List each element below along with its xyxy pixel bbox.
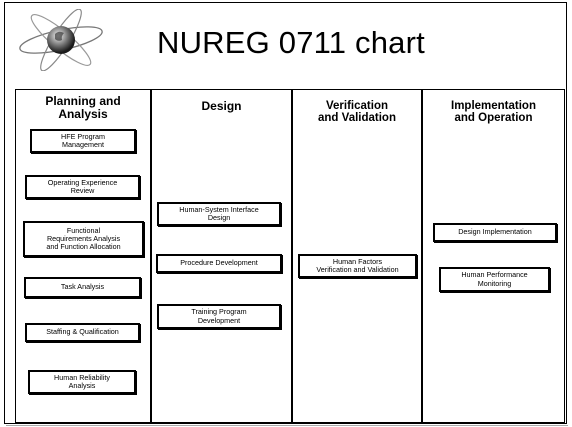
process-box: Task Analysis [24,277,141,298]
process-box-label: Procedure Development [180,258,258,268]
process-box-label: Human Performance Monitoring [461,270,528,288]
slide: NUREG 0711 chart Planning and Analysis H… [4,2,567,424]
process-box: Human-System Interface Design [157,202,281,226]
column-planning-analysis: Planning and Analysis HFE Program Manage… [16,90,150,422]
process-box: Functional Requirements Analysis and Fun… [23,221,144,257]
process-box-label: Functional Requirements Analysis and Fun… [46,225,121,252]
process-box-label: Human Reliability Analysis [54,372,110,390]
column-design: Design Human-System Interface Design Pro… [150,90,291,422]
column-heading-line2: and Operation [454,112,533,125]
process-box: Staffing & Qualification [25,323,140,342]
process-box: Operating Experience Review [25,175,140,199]
process-box-label: Training Program Development [191,307,247,325]
process-box: HFE Program Management [30,129,136,153]
process-box: Procedure Development [156,254,282,273]
process-box-label: Human Factors Verification and Validatio… [316,256,399,274]
process-box: Training Program Development [157,304,281,329]
nureg-chart: Planning and Analysis HFE Program Manage… [15,89,565,423]
column-verification-validation: Verification and Validation Human Factor… [291,90,421,422]
column-heading-line1: Design [201,99,242,113]
column-heading: Planning and Analysis [16,95,150,120]
process-box: Human Performance Monitoring [439,267,550,292]
process-box-label: Human-System Interface Design [179,204,259,222]
process-box: Human Reliability Analysis [28,370,136,394]
column-implementation-operation: Implementation and Operation Design Impl… [421,90,564,422]
column-heading-line1: Implementation [451,100,536,112]
column-heading: Verification and Validation [293,100,421,124]
column-heading-line2: Analysis [58,106,108,121]
column-heading-line1: Planning and [45,94,121,108]
atom-logo-icon [19,9,103,71]
column-heading-line1: Verification [326,100,388,112]
process-box-label: Staffing & Qualification [46,327,119,337]
column-heading: Implementation and Operation [423,100,564,124]
column-heading-line2: and Validation [318,112,396,125]
process-box: Design Implementation [433,223,557,242]
process-box-label: HFE Program Management [61,131,105,149]
process-box-label: Operating Experience Review [47,177,118,195]
column-heading: Design [152,100,291,113]
slide-title: NUREG 0711 chart [157,25,425,60]
process-box-label: Design Implementation [458,227,532,237]
process-box-label: Task Analysis [60,282,105,292]
slide-bottom-rule [6,425,568,426]
process-box: Human Factors Verification and Validatio… [298,254,417,278]
